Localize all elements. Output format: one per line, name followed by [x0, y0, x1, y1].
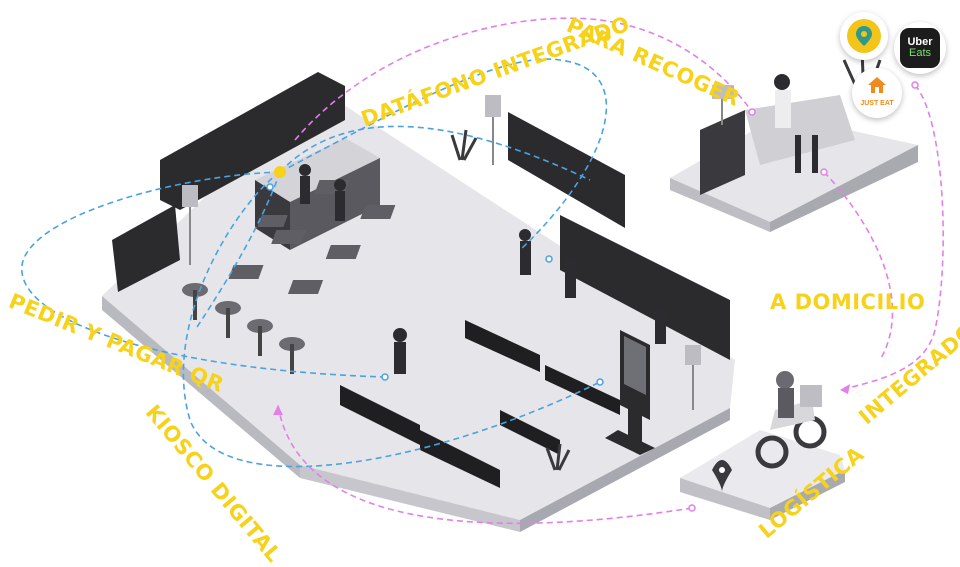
booths — [340, 320, 620, 488]
blue-order-paths — [21, 58, 608, 468]
map-pin-icon — [847, 19, 881, 53]
path-endpoints — [266, 183, 604, 386]
home-platform — [670, 49, 918, 232]
delivery-platform — [680, 371, 845, 520]
just-eat-label: JUST EAT — [860, 100, 894, 107]
house-icon — [867, 76, 887, 98]
people — [299, 164, 666, 374]
uber-eats-icon: Uber Eats — [894, 22, 946, 74]
decor — [182, 95, 701, 471]
restaurant-illustration — [21, 17, 944, 532]
pink-delivery-paths — [277, 17, 944, 525]
pink-endpoints — [688, 81, 919, 512]
digital-kiosk — [605, 330, 655, 455]
arrow-head — [273, 405, 283, 415]
pos-terminal-dot — [274, 166, 286, 178]
location-app-icon — [840, 12, 888, 60]
uber-eats-line2: Eats — [908, 47, 931, 59]
arrow-head — [840, 384, 850, 394]
just-eat-icon: JUST EAT — [852, 68, 902, 118]
uber-eats-line1: Uber — [907, 36, 933, 48]
label-a-domicilio: A DOMICILIO — [770, 290, 926, 314]
